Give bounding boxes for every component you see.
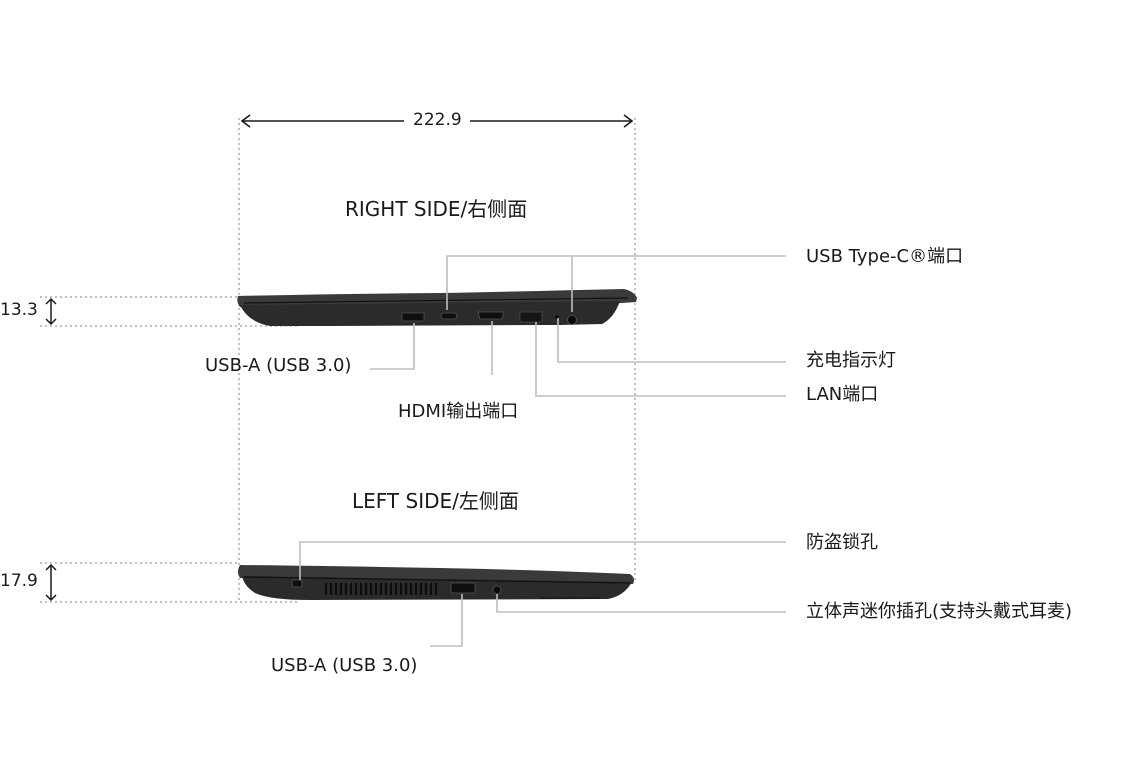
width-dimension-arrow: [240, 114, 634, 128]
callout-audio-jack: 立体声迷你插孔(支持头戴式耳麦): [806, 601, 1073, 622]
width-dimension-label: 222.9: [413, 110, 462, 130]
callout-usb-c: USB Type-C®端口: [806, 246, 964, 267]
left-thickness-arrow: [45, 563, 57, 602]
right-leader-lines: [370, 255, 786, 397]
callout-usb-a-left: USB-A (USB 3.0): [271, 655, 418, 676]
vent-grille: [324, 583, 438, 595]
right-thickness-label: 13.3: [0, 300, 38, 320]
usb-c-port: [440, 312, 458, 320]
laptop-left-side: [238, 565, 634, 600]
right-thickness-guides: [40, 296, 300, 327]
callout-usb-a-right: USB-A (USB 3.0): [205, 355, 352, 376]
lan-port: [519, 311, 543, 323]
security-lock-slot: [291, 579, 303, 588]
right-side-heading: RIGHT SIDE/右侧面: [345, 197, 528, 221]
usb-a-port: [401, 312, 425, 322]
left-thickness-guides: [40, 562, 300, 603]
laptop-right-side: [237, 289, 638, 326]
audio-jack: [492, 585, 502, 595]
usb-a-port-left: [450, 582, 476, 594]
dc-port: [567, 315, 577, 325]
left-side-heading: LEFT SIDE/左侧面: [352, 489, 519, 513]
callout-security-lock: 防盗锁孔: [806, 532, 878, 553]
hdmi-port: [477, 311, 505, 320]
left-leader-lines: [299, 541, 786, 647]
left-thickness-label: 17.9: [0, 571, 38, 591]
callout-lan: LAN端口: [806, 384, 879, 405]
callout-charge-led: 充电指示灯: [806, 350, 896, 371]
right-thickness-arrow: [45, 297, 57, 326]
callout-hdmi: HDMI输出端口: [398, 401, 519, 422]
